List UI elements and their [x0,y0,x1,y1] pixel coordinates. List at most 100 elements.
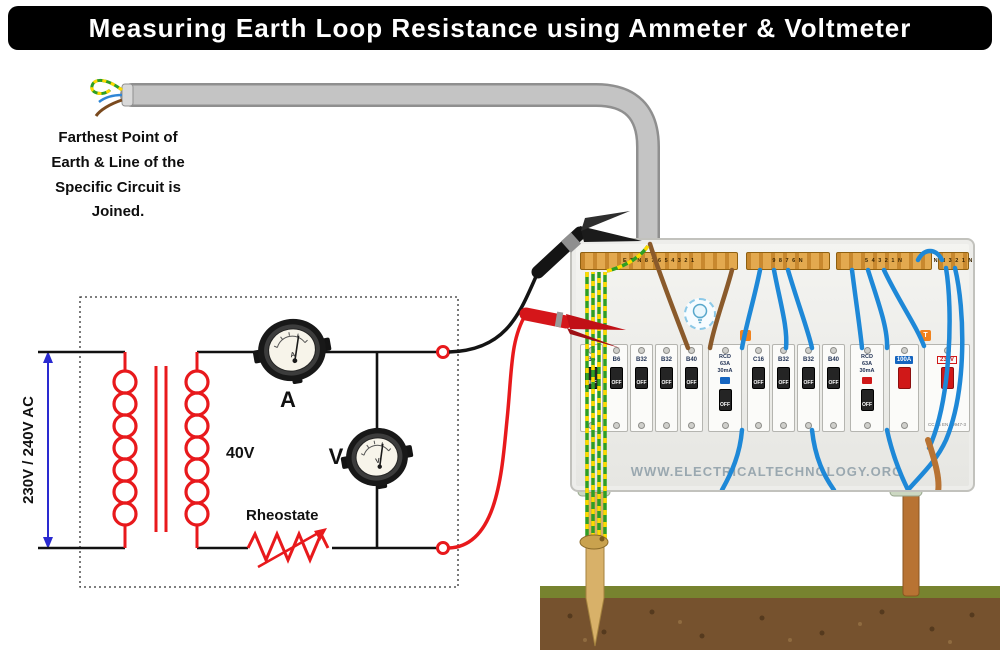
soil-speckles [567,609,975,639]
breaker-rating: B40 [685,357,697,363]
terminal-screw [721,422,729,429]
terminal-screw [900,422,908,429]
mcb-breaker-1: B6 OFF [580,344,603,432]
consumer-unit: E E N 8 7 6 5 4 3 2 1 9 8 7 6 N 5 4 3 2 … [570,238,975,492]
rcd-test-button [720,377,730,384]
meter-needle [294,335,300,361]
terminal-screw [943,347,951,354]
lightbulb-icon [684,298,716,330]
terminal-screw [663,347,670,354]
rcd-test-button [862,377,872,384]
off-label: OFF [586,380,597,386]
busbar-label: 5 4 3 2 1 N [865,258,903,264]
ground-soil [540,586,1000,650]
rcd-name: RCD [719,354,731,360]
circuit-boundary [79,296,459,588]
supply-voltage-indicator: 230V / 240V AC [20,351,53,549]
rheostat-wiper-arrow [257,530,321,569]
meter-needle [378,443,384,467]
earth-wire-curl [90,79,123,95]
mcb-breaker-2: B6 OFF [605,344,628,432]
blue-wire [881,267,927,349]
off-label: OFF [778,380,789,386]
meter-face [268,328,316,372]
cable-end-wires [90,79,134,117]
terminal-screw [863,422,871,429]
meter-scale [363,444,390,456]
terminal-screw [638,347,645,354]
meter-scale [276,335,306,348]
terminal-screw [780,422,787,429]
watermark-text: WWW.ELECTRICALTECHNOLOGY.ORG [630,464,904,479]
tag-label: T [743,332,748,339]
rheostat-arrowhead [314,528,327,541]
breaker-toggle: OFF [718,389,732,411]
busbar-label: N N 3 2 1 N [933,258,974,264]
isolator-rating: 230V [936,356,957,364]
mcb-breaker-3: B32 OFF [630,344,653,432]
breaker-toggle: OFF [827,367,840,389]
terminal-screw [755,347,762,354]
terminal-screw [588,347,595,354]
mcb-breaker-6: C16 OFF [747,344,770,432]
rcd-rating: 63A [861,361,873,367]
breaker-toggle: OFF [802,367,815,389]
terminal-screw [830,347,837,354]
rcd-rating: 63A [719,361,731,367]
terminal-screw [805,422,812,429]
arrowhead-down [43,537,53,549]
blue-wire [719,427,745,490]
terminal-screw [830,422,837,429]
rcd-breaker-1: RCD 63A 30mA OFF [708,344,742,432]
meter-pivot [292,358,298,364]
tag-t-right: T [920,330,931,341]
breaker-toggle: OFF [860,389,874,411]
breaker-rating: B6 [587,357,596,363]
ammeter-letter: A [280,387,296,412]
rcd-breaker-2: RCD 63A 30mA OFF [850,344,884,432]
rcd-name: RCD [861,354,873,360]
transformer: 40V [112,352,255,548]
blue-wire [771,267,789,351]
breaker-toggle: OFF [685,367,698,389]
blue-wire [849,267,865,351]
supply-voltage-label: 230V / 240V AC [20,396,37,504]
breaker-rating: C16 [752,357,764,363]
secondary-coil [184,369,210,527]
terminal-screw [721,347,729,354]
ammeter-face-letter: A [290,352,296,360]
terminal-screw [863,347,871,354]
soil-block [540,598,1000,650]
meter-face [355,437,399,477]
blue-wire [809,427,837,490]
busbar-strip-4: N N 3 2 1 N [934,252,972,270]
breaker-rating: B32 [777,357,789,363]
off-label: OFF [862,402,872,408]
terminal-screw [688,422,695,429]
off-label: OFF [828,380,839,386]
title-banner: Measuring Earth Loop Resistance using Am… [8,6,992,50]
isolator-switch: 230V CC 85 EN 60947-3 [924,344,970,432]
off-label: OFF [720,402,730,408]
blue-wire [865,267,890,351]
terminal-screw [900,347,908,354]
main-switch: 100A [889,344,919,432]
breaker-toggle: OFF [635,367,648,389]
terminal-top [436,345,450,359]
rheostat-zigzag [246,530,330,564]
off-label: OFF [803,380,814,386]
breaker-toggle: OFF [585,367,598,389]
breaker-toggle: OFF [752,367,765,389]
tag-label: T [923,332,928,339]
off-label: OFF [686,380,697,386]
blue-wire [785,267,815,351]
rcd-sensitivity: 30mA [717,368,733,374]
terminal-screw [613,347,620,354]
voltmeter: V [340,427,414,490]
neutral-wire-curl [98,93,123,104]
tag-t-left: T [740,330,751,341]
cable-ferrule [121,83,134,107]
off-label: OFF [611,380,622,386]
main-switch-toggle [897,367,911,389]
page-title: Measuring Earth Loop Resistance using Am… [88,12,912,43]
